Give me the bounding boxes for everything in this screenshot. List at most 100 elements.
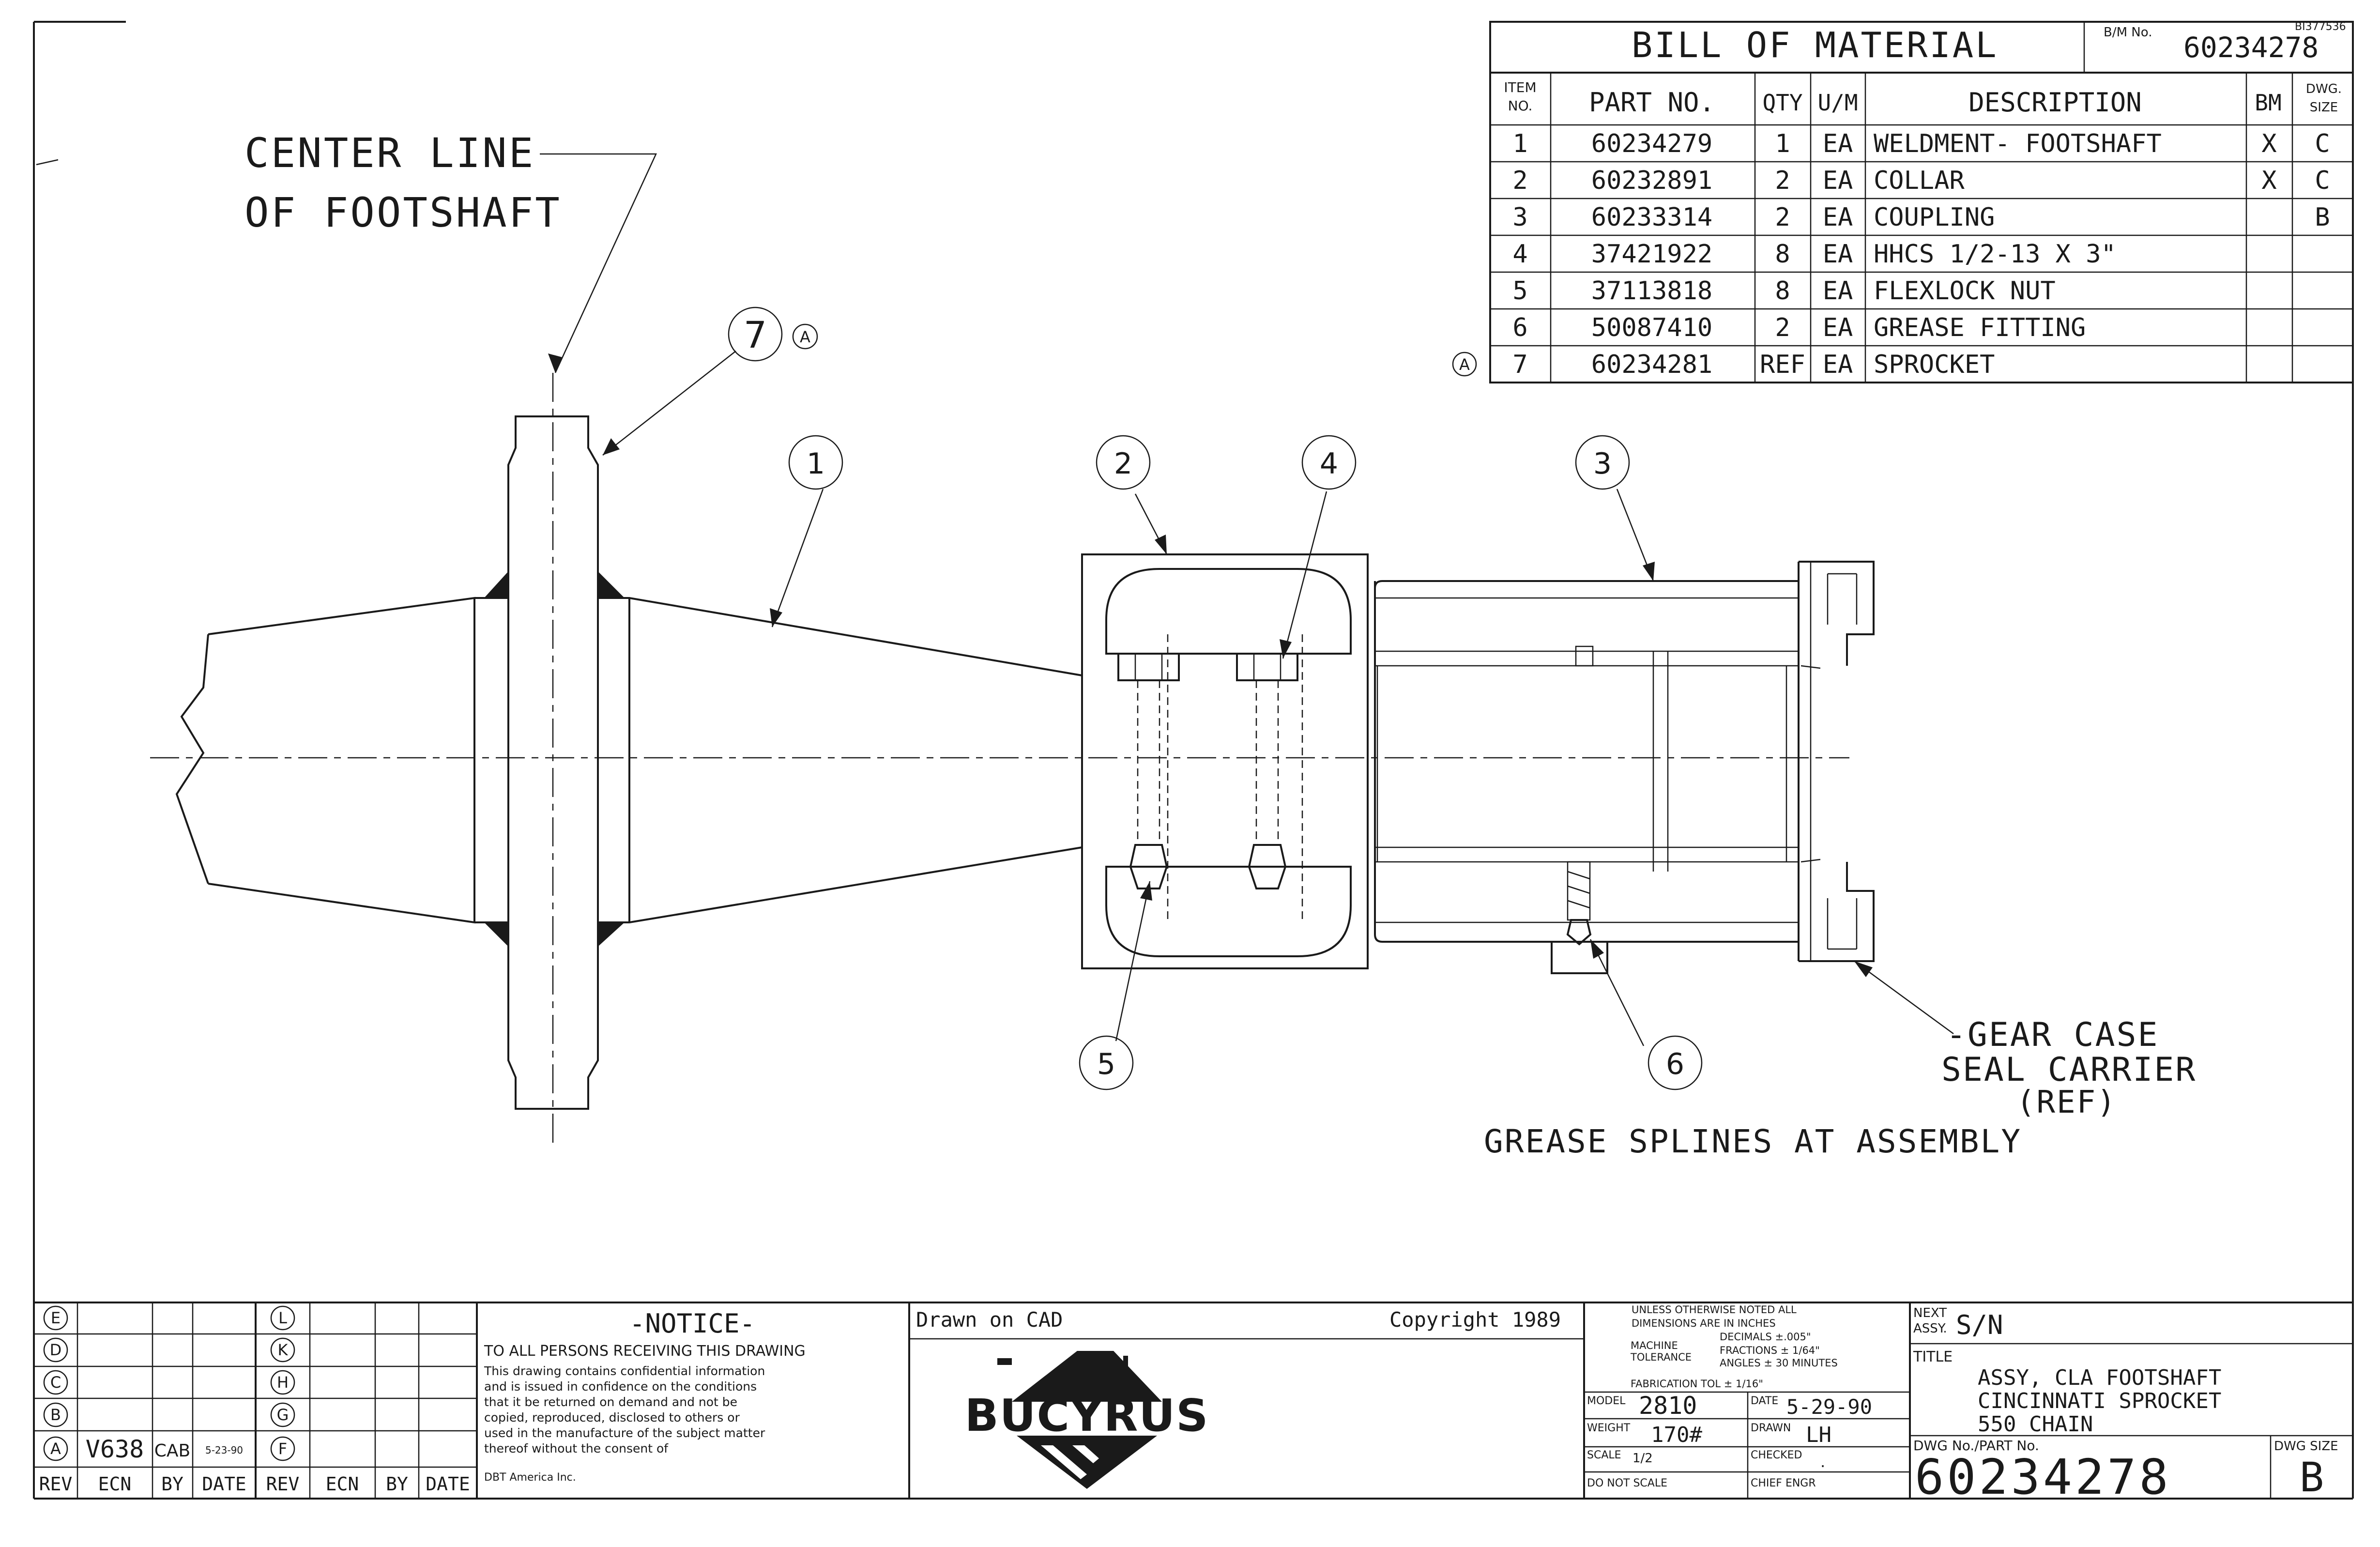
bom-cell-um: EA	[1823, 240, 1853, 269]
model-value: 2810	[1639, 1392, 1697, 1420]
rev-footer-label: REV	[266, 1473, 300, 1495]
rev-letter: F	[278, 1440, 287, 1458]
rev-footer-label: REV	[39, 1473, 73, 1495]
scale-value: 1/2	[1632, 1451, 1653, 1466]
bom-header-desc: DESCRIPTION	[1968, 87, 2142, 118]
balloon-6: 6	[1666, 1047, 1684, 1081]
bom-header-item: ITEM	[1504, 79, 1536, 95]
rev-letter: H	[277, 1373, 289, 1392]
next-assy-value: S/N	[1956, 1310, 2003, 1340]
next-assy-label: NEXT	[1913, 1306, 1947, 1320]
sprocket	[507, 415, 599, 1110]
rev-footer-label: BY	[161, 1473, 183, 1495]
bom-cell-qty: 2	[1775, 203, 1790, 232]
bom-cell-um: EA	[1823, 129, 1853, 158]
notice-body-7: DBT America Inc.	[484, 1471, 576, 1484]
bom-header-part: PART NO.	[1589, 87, 1715, 118]
rev-footer-label: DATE	[426, 1473, 470, 1495]
checked-value: .	[1820, 1453, 1825, 1471]
rev-a-date: 5-23-90	[205, 1444, 243, 1456]
bom-ref-code: BI377536	[2295, 21, 2346, 33]
bom-number: 60234278	[2183, 31, 2319, 64]
bom-cell-item: 2	[1512, 166, 1527, 195]
bucyrus-logo-text: BUCYRUS	[965, 1390, 1209, 1441]
bom-cell-item: 3	[1512, 203, 1527, 232]
bom-header-bm: BM	[2255, 90, 2281, 116]
drawing-title-block: NEXT ASSY. S/N TITLE ASSY, CLA FOOTSHAFT…	[1910, 1306, 2353, 1505]
company-block: Drawn on CAD Copyright 1989 BUCYRUS	[909, 1302, 1585, 1499]
bom-cell-item: 5	[1512, 276, 1527, 306]
bom-header-size-2: SIZE	[2310, 100, 2338, 115]
do-not-scale: DO NOT SCALE	[1587, 1477, 1667, 1489]
bom-cell-um: EA	[1823, 313, 1853, 342]
bom-cell-desc: COLLAR	[1874, 166, 1965, 195]
bom-cell-part: 37421922	[1591, 240, 1712, 269]
leaders	[540, 153, 1954, 1046]
bom-cell-desc: SPROCKET	[1874, 350, 1995, 379]
notice-block: -NOTICE- TO ALL PERSONS RECEIVING THIS D…	[484, 1302, 910, 1499]
bom-cell-size: C	[2315, 166, 2330, 195]
center-line-label-2: OF FOOTSHAFT	[244, 189, 562, 236]
tolerance-block: UNLESS OTHERWISE NOTED ALL DIMENSIONS AR…	[1584, 1302, 1911, 1499]
drawn-on-cad: Drawn on CAD	[916, 1308, 1063, 1332]
item-balloons: 7 A 1 2 4 3 5 6	[728, 306, 1703, 1090]
balloon-2: 2	[1114, 447, 1132, 481]
gear-case-label: -GEAR CASE	[1946, 1016, 2159, 1054]
next-assy-label-2: ASSY.	[1913, 1321, 1947, 1336]
dwg-size-value: B	[2300, 1454, 2324, 1501]
bill-of-material: BILL OF MATERIAL B/M No. 60234278 BI3775…	[1452, 21, 2354, 383]
bom-cell-desc: GREASE FITTING	[1874, 313, 2086, 342]
bom-cell-size: B	[2315, 203, 2330, 232]
bom-cell-part: 60232891	[1591, 166, 1712, 195]
bom-header-item-no: NO.	[1508, 98, 1533, 114]
coupling	[1374, 580, 1800, 974]
chief-engr: CHIEF ENGR	[1751, 1477, 1816, 1489]
center-line-label: CENTER LINE	[244, 129, 535, 177]
rev-letter: L	[278, 1309, 287, 1327]
bom-cell-desc: WELDMENT- FOOTSHAFT	[1874, 129, 2162, 158]
drawn-label: DRAWN	[1751, 1422, 1791, 1434]
rev-a-ecn: V638	[86, 1435, 144, 1463]
rev-letter: E	[51, 1309, 61, 1327]
tol-machine: MACHINE	[1631, 1340, 1678, 1351]
bom-cell-bm: X	[2261, 166, 2276, 195]
rev-footer-label: ECN	[326, 1473, 359, 1495]
dwg-number: 60234278	[1915, 1449, 2171, 1505]
bom-cell-item: 6	[1512, 313, 1527, 342]
title-line-3: 550 CHAIN	[1978, 1412, 2093, 1437]
bom-cell-um: EA	[1823, 203, 1853, 232]
bom-cell-part: 50087410	[1591, 313, 1712, 342]
tol-tolerance: TOLERANCE	[1630, 1351, 1692, 1363]
bom-cell-um: EA	[1823, 350, 1853, 379]
bucyrus-logo-icon	[997, 1351, 1162, 1489]
rev-letter: K	[278, 1341, 289, 1359]
rev-footer-label: ECN	[98, 1473, 132, 1495]
notice-body-2: and is issued in confidence on the condi…	[484, 1379, 757, 1394]
rev-letter: C	[50, 1373, 61, 1392]
bom-cell-desc: COUPLING	[1874, 203, 1995, 232]
rev-letter: G	[277, 1406, 289, 1424]
notice-title: -NOTICE-	[629, 1308, 755, 1339]
bom-cell-item: 4	[1512, 240, 1527, 269]
checked-label: CHECKED	[1751, 1449, 1802, 1461]
drawn-value: LH	[1806, 1423, 1831, 1447]
rev-footer-label: BY	[386, 1473, 408, 1495]
bom-cell-part: 60234279	[1591, 129, 1712, 158]
bom-cell-part: 60234281	[1591, 350, 1712, 379]
bom-cell-qty: REF	[1760, 350, 1805, 379]
copyright: Copyright 1989	[1389, 1308, 1561, 1332]
bom-cell-qty: 2	[1775, 166, 1790, 195]
balloon-5: 5	[1097, 1047, 1115, 1081]
seal-carrier-label: SEAL CARRIER	[1941, 1051, 2197, 1089]
gear-case-seal-carrier	[1798, 561, 1875, 962]
bom-cell-qty: 8	[1775, 276, 1790, 306]
notice-body-3: that it be returned on demand and not be	[484, 1395, 737, 1409]
date-value: 5-29-90	[1786, 1395, 1872, 1419]
bom-cell-qty: 2	[1775, 313, 1790, 342]
balloon-3: 3	[1593, 447, 1612, 481]
weight-value: 170#	[1651, 1423, 1702, 1447]
